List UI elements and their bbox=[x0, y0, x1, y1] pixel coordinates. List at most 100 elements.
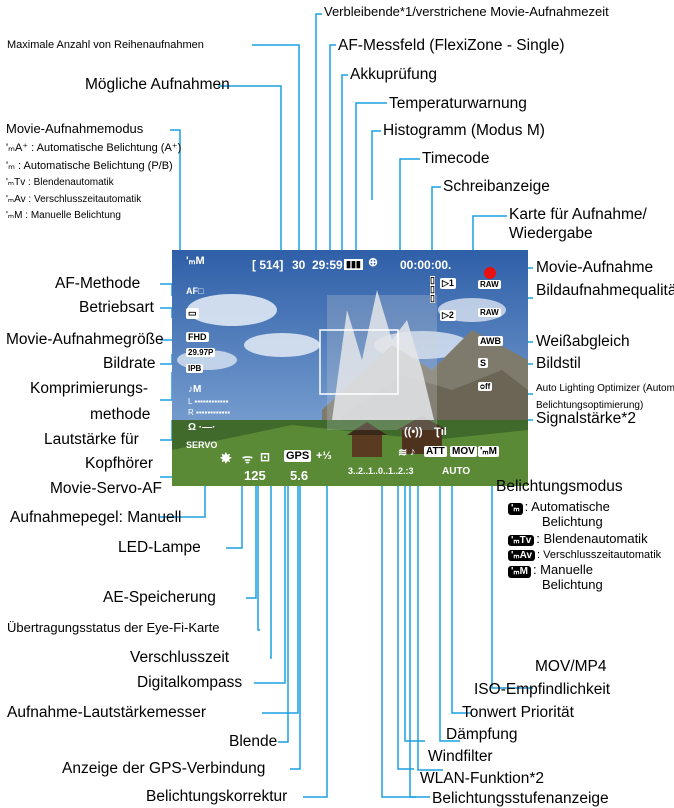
exposure-comp: +⅓ bbox=[316, 450, 332, 462]
timecode-display: 00:00:00. bbox=[400, 258, 452, 272]
label-aperture: Blende bbox=[229, 733, 278, 750]
label-ae-lock: AE-Speicherung bbox=[103, 589, 216, 606]
label-servo-af: Movie-Servo-AF bbox=[50, 480, 162, 497]
exposure-mode-list: 'ₘ: Automatische Belichtung 'ₘTv: Blende… bbox=[508, 499, 672, 593]
wlan-icon: ((•)) bbox=[404, 426, 423, 438]
raw-badge-1: RAW bbox=[478, 280, 501, 289]
write-indicator: ▯▯▯ bbox=[430, 275, 435, 303]
movie-time: 29:59 bbox=[312, 258, 343, 272]
gps-badge: GPS bbox=[284, 450, 312, 462]
label-compression-1: Komprimierungs- bbox=[30, 380, 149, 397]
label-drive-mode: Betriebsart bbox=[79, 299, 154, 316]
label-mov-mp4: MOV/MP4 bbox=[535, 658, 607, 675]
label-gps: Anzeige der GPS-Verbindung bbox=[62, 760, 266, 777]
label-timecode: Timecode bbox=[422, 150, 490, 167]
label-af-method: AF-Methode bbox=[55, 275, 141, 292]
exposure-level-scale: 3..2..1..0..1..2.:3 bbox=[348, 466, 414, 476]
headphone-icon: Ω ·—· bbox=[188, 422, 216, 433]
label-card-2: Wiedergabe bbox=[509, 225, 593, 242]
movie-size-badge: FHD bbox=[186, 332, 209, 342]
label-headphone-2: Kopfhörer bbox=[85, 455, 154, 472]
exp-mode-auto: 'ₘ: Automatische bbox=[508, 499, 672, 515]
mode-item-av: 'ₘAv : Verschlusszeitautomatik bbox=[6, 193, 142, 205]
picture-style-badge: S bbox=[478, 358, 489, 368]
white-balance-badge: AWB bbox=[478, 336, 503, 346]
label-movie-mode: Movie-Aufnahmemodus bbox=[6, 121, 144, 136]
iso-value: AUTO bbox=[442, 466, 471, 477]
raw-badge-2: RAW bbox=[478, 308, 501, 317]
label-signal: Signalstärke*2 bbox=[536, 410, 636, 427]
label-write-indicator: Schreibanzeige bbox=[443, 178, 550, 195]
label-exposure-scale: Belichtungsstufenanzeige bbox=[432, 790, 609, 807]
level-meter-left: L ▪▪▪▪▪▪▪▪▪▪▪▪ bbox=[188, 397, 229, 406]
label-eyefi: Übertragungsstatus der Eye-Fi-Karte bbox=[7, 620, 220, 635]
att-badge: ATT bbox=[424, 446, 447, 457]
attenuator-icon: ♪ bbox=[410, 446, 416, 458]
label-led: LED-Lampe bbox=[118, 539, 201, 556]
label-exposure-mode: Belichtungsmodus bbox=[496, 478, 623, 495]
card-icon-1: ▷1 bbox=[440, 278, 456, 289]
battery-icon: ▮▮▮ bbox=[344, 259, 363, 270]
drive-mode-icon: ▭ bbox=[186, 308, 199, 319]
shots-remaining: [ 514] bbox=[252, 258, 284, 272]
label-rec-level: Aufnahmepegel: Manuell bbox=[10, 509, 182, 526]
level-meter-right: R ▪▪▪▪▪▪▪▪▪▪▪▪ bbox=[188, 408, 231, 417]
frame-rate-badge: 29.97P bbox=[186, 348, 216, 357]
mic-icon: ♪M bbox=[188, 384, 202, 395]
mov-badge: MOV bbox=[450, 446, 477, 457]
label-af-point: AF-Messfeld (FlexiZone - Single) bbox=[338, 37, 565, 54]
mode-item-m: 'ₘM : Manuelle Belichtung bbox=[6, 210, 121, 222]
label-tone-priority: Tonwert Priorität bbox=[462, 704, 574, 721]
aperture: 5.6 bbox=[290, 468, 309, 483]
mode-item-p: 'ₘ : Automatische Belichtung (P/B) bbox=[6, 159, 173, 172]
exposure-mode-badge: 'ₘM bbox=[478, 446, 499, 457]
label-picture-style: Bildstil bbox=[536, 355, 581, 372]
card-icon-2: ▷2 bbox=[440, 310, 456, 321]
label-movie-time: Verbleibende*1/verstrichene Movie-Aufnah… bbox=[324, 4, 609, 19]
mode-item-a: 'ₘA⁺ : Automatische Belichtung (A⁺) bbox=[6, 142, 182, 154]
ae-lock-icon: ⊡ bbox=[260, 450, 271, 464]
wind-filter-icon: ≋ bbox=[398, 447, 408, 459]
label-shutter: Verschlusszeit bbox=[130, 649, 230, 666]
label-iso: ISO-Empfindlichkeit bbox=[474, 681, 611, 698]
label-wlan: WLAN-Funktion*2 bbox=[420, 770, 545, 787]
label-frame-rate: Bildrate bbox=[103, 355, 156, 372]
burst-count: 30 bbox=[292, 258, 306, 272]
label-exp-comp: Belichtungskorrektur bbox=[146, 788, 288, 805]
movie-mode-icon: 'ₘM bbox=[186, 255, 205, 267]
exp-mode-av: 'ₘAv: Verschlusszeitautomatik bbox=[508, 549, 672, 562]
label-movie-size: Movie-Aufnahmegröße bbox=[6, 331, 164, 348]
label-headphone-1: Lautstärke für bbox=[44, 431, 139, 448]
label-battery: Akkuprüfung bbox=[350, 66, 438, 83]
eyefi-icon: ᯤ bbox=[242, 452, 253, 466]
servo-af-indicator: SERVO bbox=[186, 440, 218, 450]
label-alo-1: Auto Lighting Optimizer (Automatische bbox=[536, 383, 674, 394]
signal-strength-icon: Ʈıl bbox=[434, 426, 447, 438]
mode-item-tv: 'ₘTv : Blendenautomatik bbox=[6, 177, 114, 189]
label-histogram: Histogramm (Modus M) bbox=[383, 122, 545, 139]
label-max-burst: Maximale Anzahl von Reihenaufnahmen bbox=[7, 39, 204, 51]
label-alo-2: Belichtungsoptimierung) bbox=[536, 400, 644, 411]
label-white-balance: Weißabgleich bbox=[536, 333, 630, 350]
live-view-screen: 'ₘM [ 514] 30 29:59 ▮▮▮ ⊕ 00:00:00. AF□ … bbox=[172, 250, 528, 486]
exp-mode-tv: 'ₘTv: Blendenautomatik bbox=[508, 531, 672, 547]
exp-mode-m: 'ₘM: Manuelle bbox=[508, 562, 672, 578]
label-possible-shots: Mögliche Aufnahmen bbox=[85, 76, 230, 93]
led-icon: ✸ bbox=[220, 450, 232, 466]
compression-badge: IPB bbox=[186, 364, 204, 373]
exp-mode-auto-cont: Belichtung bbox=[542, 513, 603, 529]
label-compass: Digitalkompass bbox=[137, 674, 243, 691]
movie-mode-list: 'ₘA⁺ : Automatische Belichtung (A⁺) 'ₘ :… bbox=[6, 142, 181, 222]
label-attenuator: Dämpfung bbox=[446, 726, 518, 743]
label-card-1: Karte für Aufnahme/ bbox=[509, 206, 647, 223]
label-wind-filter: Windfilter bbox=[428, 748, 493, 765]
label-image-quality: Bildaufnahmequalität bbox=[536, 282, 674, 299]
label-compression-2: methode bbox=[90, 406, 151, 423]
alo-badge: ᴑff bbox=[478, 382, 493, 391]
label-level-meter: Aufnahme-Lautstärkemesser bbox=[7, 704, 207, 721]
label-movie-recording: Movie-Aufnahme bbox=[536, 259, 654, 276]
af-method-icon: AF□ bbox=[186, 286, 204, 296]
temperature-icon: ⊕ bbox=[368, 255, 379, 269]
label-temperature: Temperaturwarnung bbox=[389, 95, 527, 112]
exp-mode-m-cont: Belichtung bbox=[542, 577, 603, 593]
